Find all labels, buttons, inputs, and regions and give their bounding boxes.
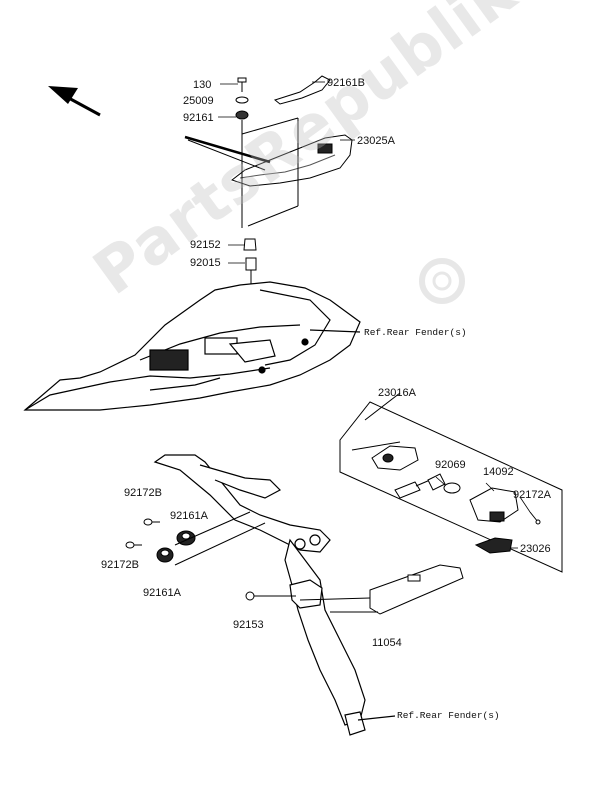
label-25009[interactable]: 25009 xyxy=(183,95,214,107)
lens-14092 xyxy=(469,487,519,523)
spacer-92015 xyxy=(245,257,257,271)
washer-25009 xyxy=(235,96,249,104)
label-92161A-upper[interactable]: 92161A xyxy=(170,510,208,522)
label-92172A[interactable]: 92172A xyxy=(513,489,551,501)
label-23016A[interactable]: 23016A xyxy=(378,387,416,399)
screw-92172A xyxy=(529,511,541,525)
bolt-130 xyxy=(237,77,247,92)
label-ref-rear-fender-lower: Ref.Rear Fender(s) xyxy=(397,710,500,721)
label-92161B[interactable]: 92161B xyxy=(327,77,365,89)
bolt-92153 xyxy=(245,591,296,601)
bulb-92069 xyxy=(443,482,461,494)
reflector-23026 xyxy=(474,537,513,554)
bolt-92172B-lower xyxy=(125,541,142,549)
bracket-92161B xyxy=(273,75,331,105)
label-92069[interactable]: 92069 xyxy=(435,459,466,471)
label-11054[interactable]: 11054 xyxy=(372,637,402,649)
label-92161[interactable]: 92161 xyxy=(183,112,214,124)
collar-92152 xyxy=(243,238,257,251)
label-92152[interactable]: 92152 xyxy=(190,239,221,251)
grommet-92161 xyxy=(235,110,249,120)
label-92172B-upper[interactable]: 92172B xyxy=(124,487,162,499)
label-14092[interactable]: 14092 xyxy=(483,466,514,478)
watermark-gear-icon xyxy=(419,258,465,304)
license-light-23016A xyxy=(371,445,431,499)
label-130[interactable]: 130 xyxy=(193,79,212,91)
label-ref-rear-fender-upper: Ref.Rear Fender(s) xyxy=(364,327,467,338)
label-92172B-lower[interactable]: 92172B xyxy=(101,559,139,571)
label-92161A-lower[interactable]: 92161A xyxy=(143,587,181,599)
socket-92069 xyxy=(427,473,446,491)
label-92153[interactable]: 92153 xyxy=(233,619,264,631)
label-23025A[interactable]: 23025A xyxy=(357,135,395,147)
rear-bracket-frame xyxy=(153,454,396,736)
license-light-box xyxy=(339,392,563,573)
rear-fender xyxy=(23,281,361,411)
license-plate-holder-11054 xyxy=(299,564,464,615)
grommet-92161A-upper xyxy=(176,530,196,546)
label-92015[interactable]: 92015 xyxy=(190,257,221,269)
bolt-92172B-upper xyxy=(143,518,160,526)
front-direction-arrow-icon xyxy=(48,86,101,117)
seat-cowl-group xyxy=(184,75,353,300)
label-23026[interactable]: 23026 xyxy=(520,543,551,555)
grommet-92161A-lower xyxy=(156,547,174,563)
